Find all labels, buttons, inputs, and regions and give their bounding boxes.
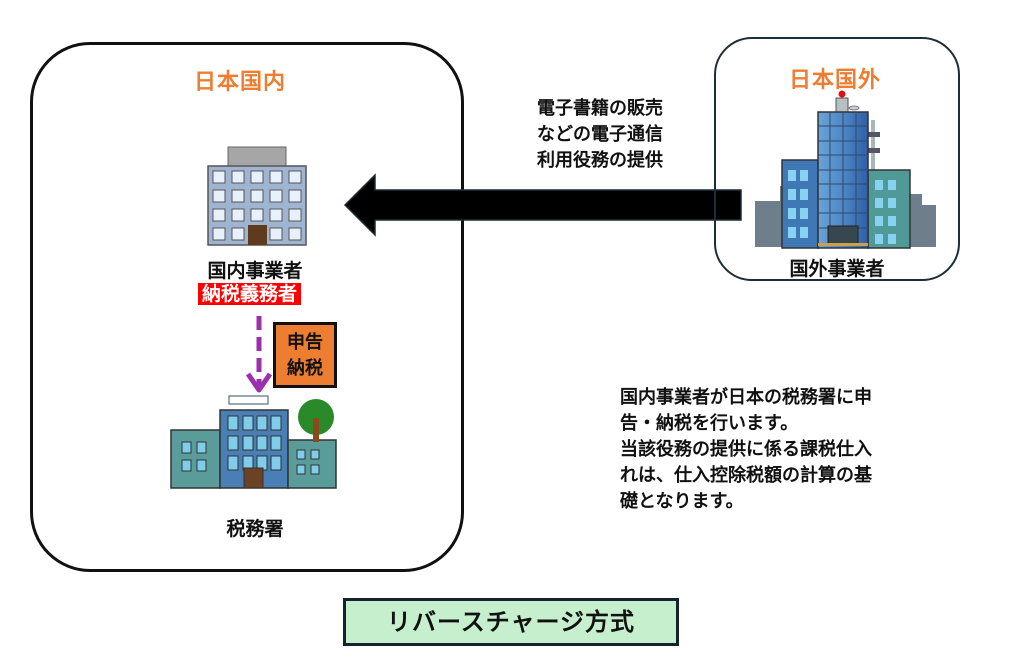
filing-box-line-2: 納税 [287, 358, 323, 379]
service-line-1: 電子書籍の販売 [537, 98, 663, 119]
domestic-region [30, 42, 464, 572]
note-line-4: れは、仕入控除税額の計算の基 [620, 465, 872, 486]
dashed-arrow-down-icon [245, 316, 273, 393]
foreign-region-title: 日本国外 [788, 68, 881, 93]
filing-box-line-1: 申告 [287, 332, 323, 353]
explanation-note: 国内事業者が日本の税務署に申 告・納税を行います。 当該役務の提供に係る課税仕入… [620, 385, 960, 515]
note-line-2: 告・納税を行います。 [620, 413, 799, 434]
domestic-region-title: 日本国内 [193, 70, 286, 95]
tree-icon [298, 399, 334, 442]
diagram-title: リバースチャージ方式 [386, 608, 636, 636]
foreign-business-label: 国外事業者 [789, 258, 885, 280]
note-line-5: 礎となります。 [620, 491, 744, 512]
office-building-icon [207, 146, 307, 246]
domestic-business-label: 国内事業者 [207, 260, 303, 282]
taxpayer-badge-text: 納税義務者 [198, 283, 302, 305]
service-line-2: などの電子通信 [537, 124, 663, 145]
tax-office-building-icon [170, 395, 337, 489]
note-line-1: 国内事業者が日本の税務署に申 [620, 387, 872, 408]
arrow-left-icon [343, 173, 742, 237]
foreign-region [714, 37, 960, 281]
taxpayer-badge: 納税義務者 [198, 282, 302, 306]
skyscraper-cityscape-icon [755, 90, 936, 249]
note-line-3: 当該役務の提供に係る課税仕入 [620, 439, 872, 460]
service-line-3: 利用役務の提供 [537, 150, 663, 171]
diagram-title-box: リバースチャージ方式 [343, 598, 679, 646]
service-description: 電子書籍の販売 などの電子通信 利用役務の提供 [490, 96, 710, 174]
tax-office-label: 税務署 [226, 518, 284, 540]
filing-payment-box: 申告 納税 [273, 322, 337, 388]
